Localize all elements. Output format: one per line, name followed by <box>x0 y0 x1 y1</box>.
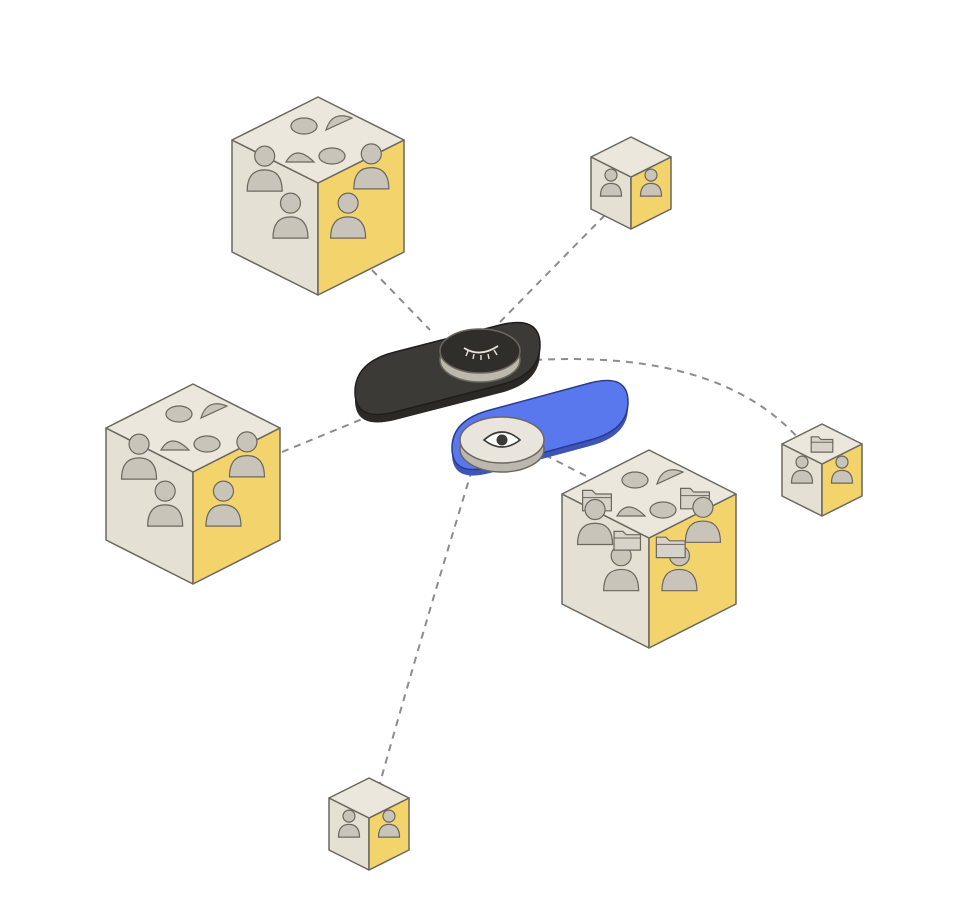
user-icon <box>318 147 346 165</box>
user-icon <box>649 501 677 519</box>
user-icon <box>228 431 266 478</box>
user-icon <box>147 480 184 527</box>
user-icon <box>656 469 685 486</box>
user-icon <box>621 471 649 489</box>
user-cube-top-right <box>590 136 672 230</box>
connector-top-right <box>499 214 606 323</box>
cube-top-face <box>590 136 672 178</box>
user-group-cube-top-left <box>231 96 405 296</box>
connector-top-left <box>371 269 431 331</box>
user-icon <box>329 192 367 239</box>
user-icon <box>165 405 193 423</box>
user-icon <box>830 455 854 484</box>
user-icon <box>639 168 663 197</box>
cube-top-face <box>231 96 405 184</box>
cube-top-face <box>561 449 737 539</box>
toggle-group <box>354 321 629 476</box>
user-icon <box>200 403 229 420</box>
user-icon <box>159 440 191 451</box>
user-icon <box>284 152 316 163</box>
user-icon <box>290 117 318 135</box>
user-group-cube-left <box>105 383 281 585</box>
connector-bottom <box>377 469 473 791</box>
user-icon <box>193 435 221 453</box>
user-icon <box>205 480 242 527</box>
privacy-toggle-hidden[interactable] <box>354 321 541 423</box>
folder-icon <box>655 536 686 559</box>
privacy-toggle-visible[interactable] <box>451 379 629 476</box>
cube-top-face <box>328 777 410 819</box>
toggle-knob <box>439 328 521 374</box>
connector-right <box>534 358 801 441</box>
connectors <box>281 214 801 791</box>
user-cube-bottom <box>328 777 410 871</box>
user-icon <box>120 433 158 480</box>
connector-bottom-right <box>544 454 591 479</box>
user-icon <box>615 506 647 517</box>
user-icon <box>576 498 614 546</box>
eye-icon <box>482 431 522 448</box>
user-icon <box>684 496 722 543</box>
cube-top-face <box>105 383 281 473</box>
user-icon <box>353 143 390 190</box>
cube-group <box>105 96 863 871</box>
user-icon <box>325 115 354 132</box>
user-icon <box>790 455 814 484</box>
user-icon <box>246 145 283 192</box>
user-icon <box>599 168 623 197</box>
folder-icon <box>613 530 642 551</box>
user-group-cube-bottom-right <box>561 449 737 649</box>
user-icon <box>377 809 401 838</box>
connector-left <box>281 414 373 453</box>
user-icon <box>272 192 309 239</box>
user-cube-right <box>781 423 863 517</box>
folder-icon <box>810 436 834 453</box>
user-icon <box>337 809 361 838</box>
closed-eye-icon <box>463 345 499 360</box>
